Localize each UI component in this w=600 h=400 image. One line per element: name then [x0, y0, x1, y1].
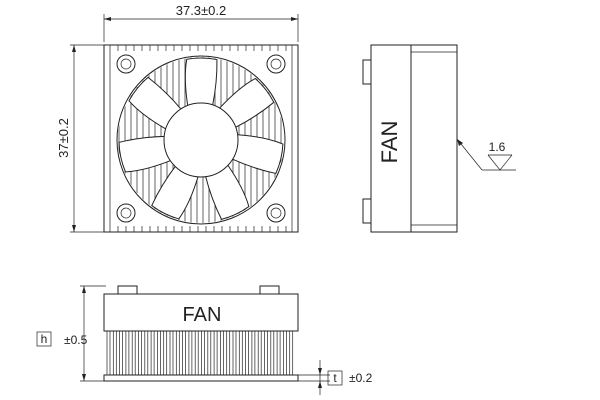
surface-finish-icon: 1.6: [456, 138, 516, 171]
fan-blade: [218, 77, 275, 129]
screw-icon-tr: [266, 54, 286, 74]
h-dimension-label: h: [41, 332, 48, 346]
width-dimension: 37.3±0.2: [103, 3, 299, 42]
fan-blade: [204, 163, 250, 220]
fan-blade: [231, 134, 284, 175]
height-dimension: 37±0.2: [56, 44, 104, 233]
top-view: 37.3±0.2 37±0.2: [56, 3, 299, 233]
screw-icon-tl: [116, 54, 136, 74]
fan-blade: [151, 165, 199, 220]
fan-blade: [184, 57, 218, 108]
fan-side-label: FAN: [377, 121, 402, 164]
fan-blade: [128, 76, 183, 131]
screw-icon-bl: [116, 203, 136, 223]
surface-finish-value: 1.6: [489, 140, 506, 154]
screw-icon-br: [266, 203, 286, 223]
fan-blade: [118, 135, 172, 173]
side-view: FAN 1.6: [362, 44, 516, 233]
width-dimension-label: 37.3±0.2: [176, 3, 227, 18]
fan-icon: [116, 55, 286, 225]
fan-bottom-label: FAN: [183, 304, 222, 326]
front-view: h ±0.5 FAN t ±0.2: [36, 285, 373, 395]
t-dimension-tolerance: ±0.2: [349, 371, 373, 385]
t-dimension-label: t: [333, 371, 337, 385]
height-dimension-label: 37±0.2: [56, 118, 71, 158]
h-dimension-tolerance: ±0.5: [64, 333, 88, 347]
